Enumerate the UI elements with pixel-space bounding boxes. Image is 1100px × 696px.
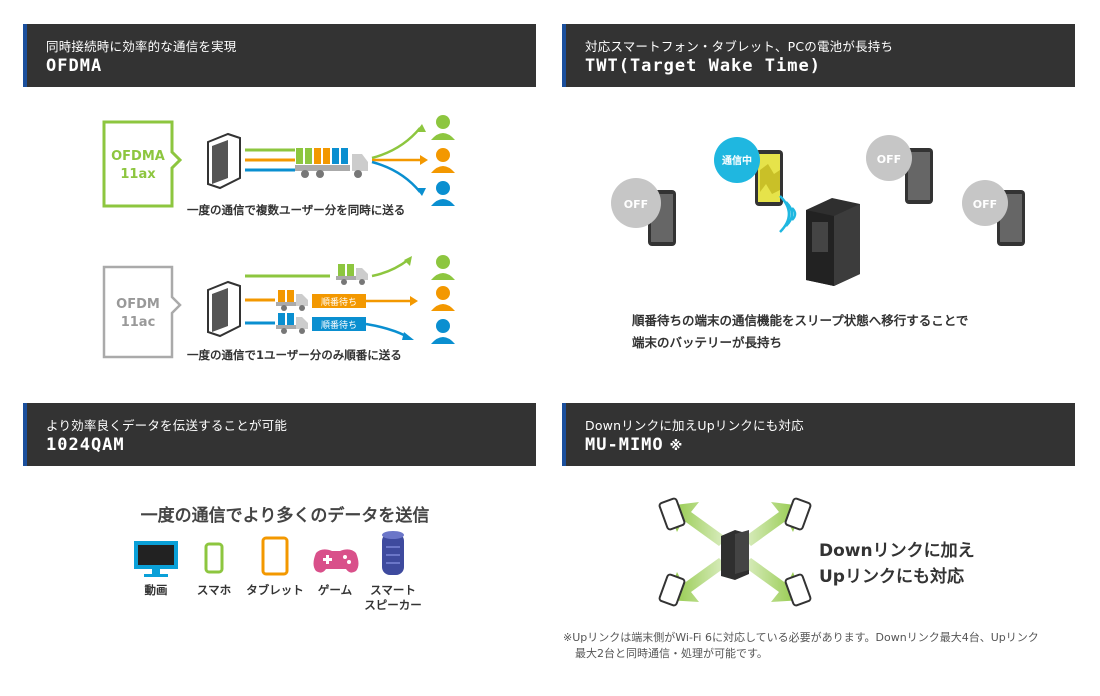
truck-icon <box>276 313 308 334</box>
ofdm-caption: 一度の通信で1ユーザー分のみ順番に送る <box>187 348 402 362</box>
note-mark: ※ <box>669 439 684 454</box>
user-icon <box>431 319 455 344</box>
ofdm-badge-line1: OFDM <box>116 297 160 312</box>
off-label: OFF <box>973 198 997 211</box>
wait-label-text: 順番待ち <box>321 319 357 331</box>
ofdma-badge-line2: 11ax <box>120 167 156 182</box>
section-subtitle: より効率良くデータを伝送することが可能 <box>46 418 288 433</box>
router-icon <box>806 198 860 286</box>
wait-label <box>312 294 366 308</box>
smartphone-icon <box>204 542 224 574</box>
twt-illustration: OFF 通信中 OFF OFF 順番待ちの端末の通信機能をスリープ状態へ移行する… <box>611 135 1025 350</box>
user-icon <box>431 148 455 173</box>
user-icon <box>431 181 455 206</box>
off-label: OFF <box>624 198 648 211</box>
off-label: OFF <box>877 153 901 166</box>
qam-illustration: 一度の通信でより多くのデータを送信 動画 スマホ タブレット ゲーム スマート … <box>134 505 430 612</box>
device-label: 動画 <box>145 583 168 597</box>
device-label: スマート <box>370 583 416 597</box>
wait-label <box>312 317 366 331</box>
device-label: タブレット <box>246 583 304 597</box>
ofdma-illustration: OFDMA 11ax 一度の通信で複数ユーザー分を同時に送る OFDM 11ac <box>102 115 455 362</box>
device-label-line2: スピーカー <box>364 598 422 612</box>
ofdm-badge <box>102 265 182 359</box>
smartphone-off: OFF <box>962 180 1025 246</box>
mumimo-caption-line2: Upリンクにも対応 <box>819 566 964 587</box>
ofdma-caption: 一度の通信で複数ユーザー分を同時に送る <box>187 203 405 217</box>
user-icon <box>431 286 455 311</box>
wait-label-text: 順番待ち <box>321 296 357 308</box>
user-icon <box>431 255 455 280</box>
router-icon <box>721 530 749 580</box>
smartphone-icon <box>784 497 812 531</box>
section-header-mumimo: Downリンクに加えUpリンクにも対応 MU-MIMO※ <box>562 403 1075 466</box>
monitor-icon <box>134 541 178 577</box>
smart-speaker-icon <box>382 531 404 575</box>
qam-heading: 一度の通信でより多くのデータを送信 <box>141 505 430 526</box>
section-title: MU-MIMO※ <box>585 435 684 455</box>
smartphone-icon <box>658 497 686 531</box>
section-header-1024qam: より効率良くデータを伝送することが可能 1024QAM <box>23 403 536 466</box>
smartphone-off: OFF <box>611 178 676 246</box>
twt-caption-line1: 順番待ちの端末の通信機能をスリープ状態へ移行することで <box>631 313 968 328</box>
section-subtitle: Downリンクに加えUpリンクにも対応 <box>585 418 804 433</box>
footnote-line2: 最大2台と同時通信・処理が可能です。 <box>575 647 768 660</box>
truck-icon <box>295 148 368 178</box>
ofdma-badge <box>102 120 183 208</box>
footnote-line1: ※Upリンクは端末側がWi-Fi 6に対応している必要があります。Downリンク… <box>563 631 1039 644</box>
smartphone-icon <box>784 573 812 607</box>
device-label: スマホ <box>197 583 232 597</box>
user-icon <box>431 115 455 140</box>
section-title: OFDMA <box>46 56 103 76</box>
section-title: 1024QAM <box>46 435 125 455</box>
twt-caption-line2: 端末のバッテリーが長持ち <box>632 335 782 350</box>
router-icon <box>207 132 241 190</box>
section-header-ofdma: 同時接続時に効率的な通信を実現 OFDMA <box>23 24 536 87</box>
truck-icon <box>276 290 308 311</box>
smartphone-off: OFF <box>866 135 933 204</box>
tablet-icon <box>261 536 289 576</box>
section-title: TWT(Target Wake Time) <box>585 56 821 76</box>
section-subtitle: 同時接続時に効率的な通信を実現 <box>46 39 237 54</box>
section-subtitle: 対応スマートフォン・タブレット、PCの電池が長持ち <box>585 39 894 54</box>
active-label: 通信中 <box>722 154 752 167</box>
mumimo-caption-line1: Downリンクに加え <box>819 541 975 561</box>
wifi-signal-icon <box>779 195 797 233</box>
gamepad-icon <box>313 549 359 573</box>
smartphone-icon <box>658 573 686 607</box>
smartphone-active: 通信中 <box>714 137 783 206</box>
truck-icon <box>336 264 368 285</box>
section-header-twt: 対応スマートフォン・タブレット、PCの電池が長持ち TWT(Target Wak… <box>562 24 1075 87</box>
ofdma-badge-line1: OFDMA <box>111 149 165 164</box>
footnote: ※Upリンクは端末側がWi-Fi 6に対応している必要があります。Downリンク… <box>563 630 1083 662</box>
mumimo-illustration: Downリンクに加え Upリンクにも対応 <box>658 497 975 607</box>
router-icon <box>207 280 241 338</box>
ofdm-badge-line2: 11ac <box>121 315 156 330</box>
device-label: ゲーム <box>318 583 353 597</box>
